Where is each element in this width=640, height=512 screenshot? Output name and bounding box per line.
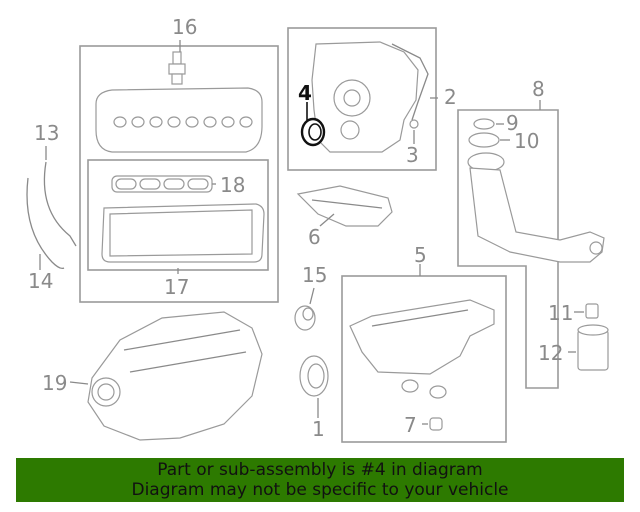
valve-cover-part[interactable] [95, 87, 263, 153]
callout-18: 18 [220, 173, 245, 197]
oil-pan-part[interactable] [349, 299, 495, 399]
valve-cover-bolt-hole [221, 116, 235, 128]
o-ring-9-part[interactable] [473, 118, 495, 130]
banner-line-2: Diagram may not be specific to your vehi… [131, 480, 509, 500]
oil-fill-cap-15-part[interactable] [294, 305, 316, 331]
banner-line-1: Part or sub-assembly is #4 in diagram [157, 460, 483, 480]
callout-2: 2 [444, 85, 457, 109]
callout-16: 16 [172, 15, 197, 39]
valve-cover-bolt-hole [185, 116, 199, 128]
info-banner: Part or sub-assembly is #4 in diagram Di… [16, 458, 624, 502]
valve-cover-bolt-hole [149, 116, 163, 128]
callout-4: 4 [298, 81, 312, 105]
oil-filter-adapter-part[interactable] [467, 152, 605, 263]
valve-cover-bolt-hole [167, 116, 181, 128]
callout-15: 15 [302, 263, 327, 287]
callout-6: 6 [308, 225, 321, 249]
damper-1-part[interactable] [299, 355, 329, 397]
callout-10: 10 [514, 129, 539, 153]
crankshaft-seal-4-part[interactable] [300, 117, 326, 147]
callout-14: 14 [28, 269, 53, 293]
part-3[interactable] [409, 119, 419, 129]
callout-19: 19 [42, 371, 67, 395]
callout-8: 8 [532, 77, 545, 101]
intake-manifold-19-part[interactable] [87, 311, 263, 441]
callout-17: 17 [164, 275, 189, 299]
valve-cover-group-frame [79, 45, 279, 303]
valve-cover-bolt-hole [239, 116, 253, 128]
valve-cover-bolt-hole [131, 116, 145, 128]
oil-filter-group-frame [457, 109, 559, 389]
oil-pressure-sender-11-part[interactable] [585, 303, 599, 319]
oil-filter-12-part[interactable] [577, 324, 609, 371]
windage-tray-6-part[interactable] [296, 185, 393, 227]
timing-cover-part[interactable] [311, 41, 429, 153]
callout-5: 5 [414, 243, 427, 267]
leader-lines [39, 40, 584, 425]
sensor-16-part[interactable] [168, 51, 186, 85]
callout-7: 7 [404, 413, 417, 437]
timing-cover-group-frame [287, 27, 437, 171]
valve-cover-bolt-hole [113, 116, 127, 128]
callout-1: 1 [312, 417, 325, 441]
oil-pan-group-frame [341, 275, 507, 443]
valve-cover-bolt-hole [203, 116, 217, 128]
dipstick-tube-part[interactable] [26, 161, 77, 270]
callout-3: 3 [406, 143, 419, 167]
drain-plug-7-part[interactable] [429, 417, 443, 431]
callout-12: 12 [538, 341, 563, 365]
callout-9: 9 [506, 111, 519, 135]
callout-13: 13 [34, 121, 59, 145]
valve-cover-gasket-part[interactable] [101, 203, 265, 263]
callout-11: 11 [548, 301, 573, 325]
spark-plug-gasket-18-part[interactable] [111, 175, 213, 193]
o-ring-10-part[interactable] [468, 132, 500, 148]
